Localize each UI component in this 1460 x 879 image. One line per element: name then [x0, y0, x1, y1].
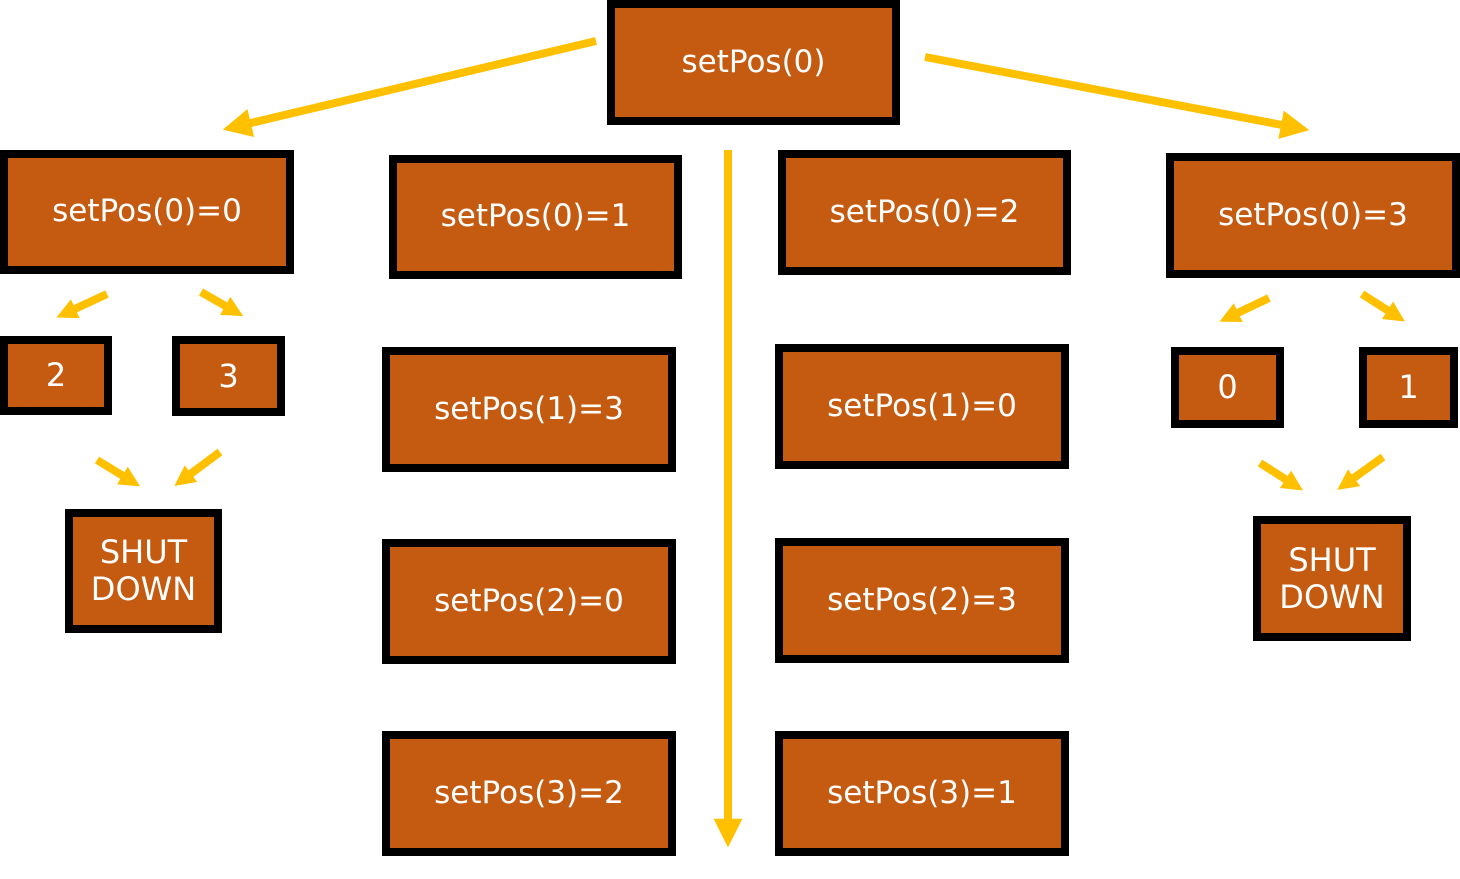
- arrow-right-to-0: [1219, 294, 1271, 323]
- branch-setpos0-eq-3: setPos(0)=3: [1166, 153, 1460, 278]
- branch1-step-setpos3: setPos(3)=2: [382, 731, 676, 856]
- branch-setpos0-eq-0: setPos(0)=0: [0, 150, 294, 274]
- branch0-shutdown: SHUT DOWN: [65, 509, 222, 633]
- branch-setpos0-eq-2: setPos(0)=2: [778, 150, 1071, 275]
- arrow-left-to-2: [56, 290, 109, 319]
- arrow-1-to-shutdown: [1337, 453, 1386, 490]
- branch3-sub-1: 1: [1359, 347, 1458, 428]
- arrow-right-to-1: [1359, 290, 1406, 322]
- branch2-step-setpos2: setPos(2)=3: [775, 538, 1069, 663]
- branch2-step-setpos3: setPos(3)=1: [775, 731, 1069, 856]
- branch3-sub-0: 0: [1171, 347, 1284, 428]
- arrow-3-to-shutdown: [174, 448, 223, 486]
- branch1-step-setpos2: setPos(2)=0: [382, 539, 676, 664]
- arrow-root-to-right: [924, 53, 1310, 139]
- arrow-0-to-shutdown: [1257, 459, 1304, 491]
- arrow-root-to-left: [222, 37, 597, 138]
- branch1-step-setpos1: setPos(1)=3: [382, 347, 676, 472]
- branch0-sub-2: 2: [0, 336, 112, 415]
- arrow-2-to-shutdown: [94, 456, 141, 487]
- branch0-sub-3: 3: [172, 336, 285, 416]
- branch-setpos0-eq-1: setPos(0)=1: [389, 155, 682, 279]
- arrow-left-to-3: [199, 288, 244, 317]
- branch3-shutdown: SHUT DOWN: [1253, 516, 1411, 641]
- root-node: setPos(0): [607, 0, 900, 125]
- branch2-step-setpos1: setPos(1)=0: [775, 344, 1069, 469]
